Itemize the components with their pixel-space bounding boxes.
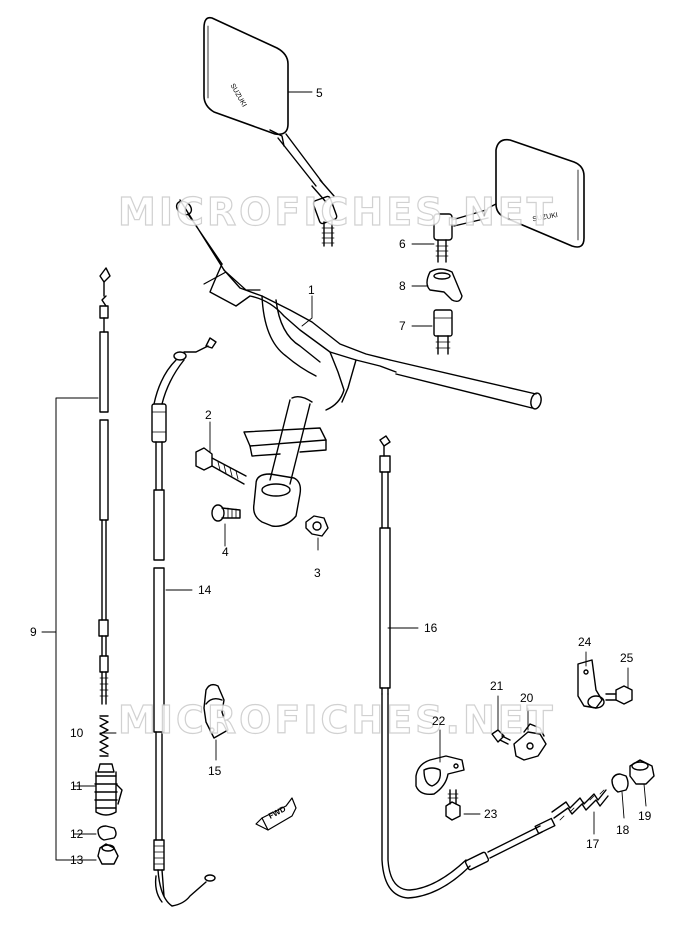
part-17-spring <box>551 789 609 821</box>
svg-text:SUZUKI: SUZUKI <box>532 212 559 223</box>
callout-15: 15 <box>208 764 222 778</box>
part-15-clamp <box>203 683 229 739</box>
callout-17: 17 <box>586 837 600 851</box>
callout-19: 19 <box>638 809 652 823</box>
part-25-screw <box>605 685 633 705</box>
callout-6: 6 <box>399 237 406 251</box>
callout-14: 14 <box>198 583 212 597</box>
callout-3: 3 <box>314 566 321 580</box>
part-14-cable <box>151 337 217 907</box>
svg-text:SUZUKI: SUZUKI <box>229 83 248 109</box>
part-23-bolt <box>445 789 461 821</box>
part-22-clamp <box>415 755 465 796</box>
watermark-bottom: MICROFICHES.NET <box>117 697 556 742</box>
part-16-cable <box>379 435 556 899</box>
part-2-bolt <box>195 447 247 485</box>
part-9-cable <box>98 267 111 705</box>
callout-18: 18 <box>616 823 630 837</box>
part-10-spring <box>99 715 109 757</box>
callout-12: 12 <box>70 827 84 841</box>
part-21-screw <box>491 729 511 745</box>
callout-5: 5 <box>316 86 323 100</box>
callout-7: 7 <box>399 319 406 333</box>
part-20-bracket <box>513 723 547 761</box>
handlebar <box>175 199 542 527</box>
callout-10: 10 <box>70 726 84 740</box>
callout-8: 8 <box>399 279 406 293</box>
part-4-bolt <box>211 504 241 522</box>
part-11-boot <box>94 763 123 816</box>
callout-16: 16 <box>424 621 438 635</box>
callout-1: 1 <box>308 283 315 297</box>
watermark-top: MICROFICHES.NET <box>117 189 556 234</box>
part-7-adapter <box>433 309 453 355</box>
callout-23: 23 <box>484 807 498 821</box>
right-mirror: SUZUKI <box>433 138 585 263</box>
part-8-cover <box>426 268 463 303</box>
part-3-nut <box>305 515 329 537</box>
callout-13: 13 <box>70 853 84 867</box>
part-19-nut <box>629 759 655 785</box>
part-24-bracket <box>577 659 605 709</box>
callout-22: 22 <box>432 714 446 728</box>
callout-9: 9 <box>30 625 37 639</box>
part-13-nut <box>97 843 119 865</box>
callout-2: 2 <box>205 408 212 422</box>
callout-11: 11 <box>70 779 83 793</box>
callout-24: 24 <box>578 635 592 649</box>
callout-4: 4 <box>222 545 229 559</box>
callout-20: 20 <box>520 691 534 705</box>
part-18-cap <box>611 773 629 793</box>
callout-25: 25 <box>620 651 634 665</box>
leader-lines <box>73 91 647 861</box>
callout-21: 21 <box>490 679 504 693</box>
fwd-arrow-icon <box>255 797 297 831</box>
part-12-cap <box>97 825 117 841</box>
